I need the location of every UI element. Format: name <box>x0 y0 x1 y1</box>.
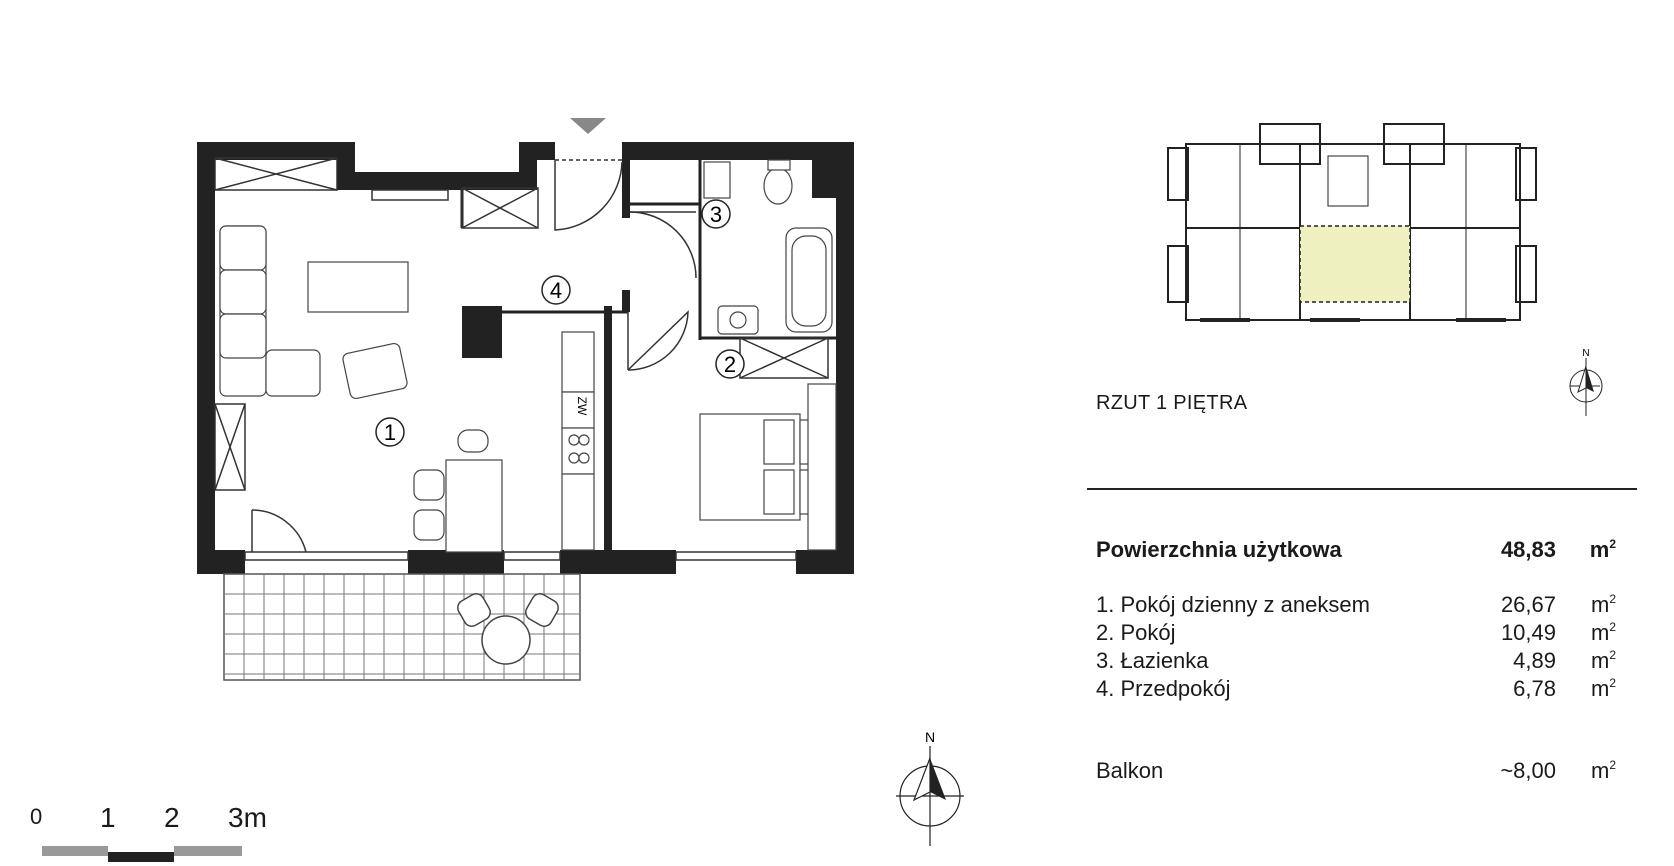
entrance-marker <box>570 118 606 134</box>
svg-text:4: 4 <box>550 278 562 303</box>
key-plan-highlight <box>1299 225 1411 303</box>
furniture-living <box>219 225 595 553</box>
windows <box>214 157 829 561</box>
furniture-bathroom <box>703 159 833 335</box>
balcony <box>223 573 581 681</box>
scale-label-2: 2 <box>164 802 180 833</box>
scale-label-0: 0 <box>30 804 43 829</box>
room-marker-1: 1 <box>375 417 405 447</box>
room-row: 4. Przedpokój 6,78 m2 <box>1096 676 1616 701</box>
svg-text:2: 2 <box>724 352 736 377</box>
small-compass-icon: N <box>1569 348 1603 416</box>
zw-label: ZW <box>575 397 589 416</box>
room-row: 3. Łazienka 4,89 m2 <box>1096 648 1616 673</box>
room-markers: 1 2 3 4 ZW <box>375 199 745 447</box>
room-row: 2. Pokój 10,49 m2 <box>1096 620 1616 645</box>
total-area-value: 48,83 <box>1500 537 1556 562</box>
balcony-area-row: Balkon ~8,00 m2 <box>1096 758 1616 783</box>
furniture-bedroom <box>699 383 837 551</box>
svg-text:N: N <box>1582 348 1589 359</box>
compass-icon: N <box>896 729 964 846</box>
svg-text:3: 3 <box>710 202 722 227</box>
scale-label-1: 1 <box>100 802 116 833</box>
room-row: 1. Pokój dzienny z aneksem 26,67 m2 <box>1096 592 1616 617</box>
scale-bar <box>42 846 242 862</box>
total-area-row: Powierzchnia użytkowa 48,83 m2 <box>1096 537 1616 563</box>
divider <box>1087 488 1637 490</box>
doors <box>251 159 697 553</box>
svg-text:1: 1 <box>384 420 396 445</box>
floor-label: RZUT 1 PIĘTRA <box>1096 392 1248 414</box>
room-marker-3: 3 <box>701 199 731 229</box>
scale-label-3m: 3m <box>228 802 267 833</box>
walls <box>197 142 854 574</box>
key-plan <box>1167 123 1537 322</box>
total-area-unit: m2 <box>1589 537 1616 562</box>
room-marker-2: 2 <box>715 349 745 379</box>
total-area-label: Powierzchnia użytkowa <box>1096 537 1342 562</box>
room-marker-4: 4 <box>541 275 571 305</box>
svg-text:N: N <box>925 729 935 745</box>
